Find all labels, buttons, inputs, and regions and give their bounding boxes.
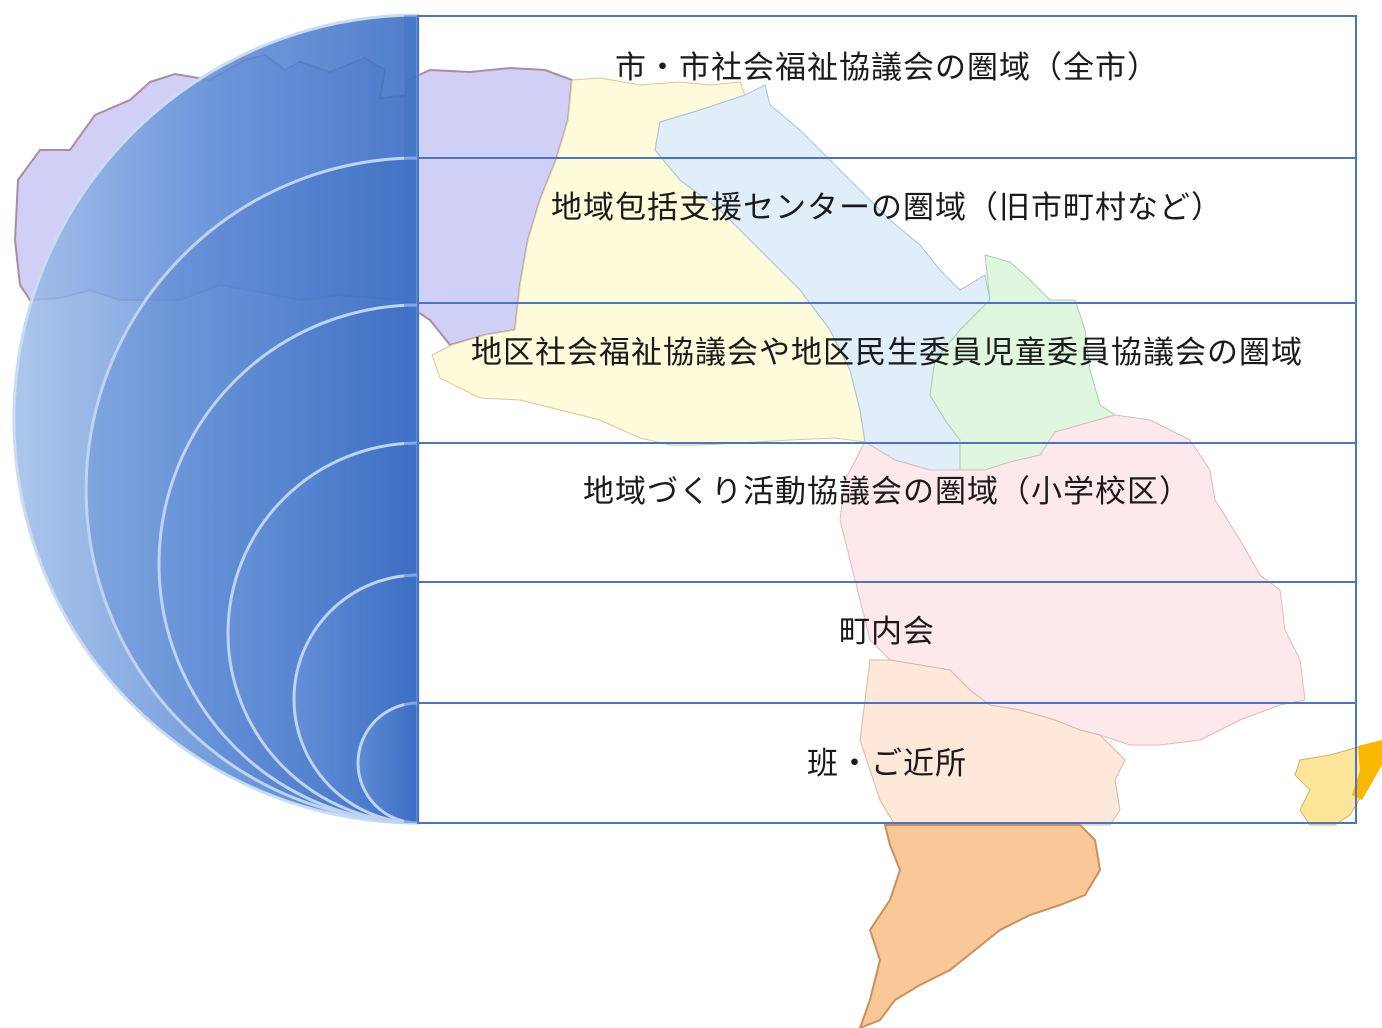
semicircle-edge bbox=[404, 15, 418, 823]
tier-label-community-support-center: 地域包括支援センターの圏域（旧市町村など） bbox=[551, 190, 1223, 226]
tier-label-neighborhood-association: 町内会 bbox=[839, 614, 935, 650]
tier-table-border bbox=[417, 15, 1357, 824]
tier-label-neighborhood-group: 班・ご近所 bbox=[807, 746, 967, 782]
nested-semicircles bbox=[12, 13, 420, 825]
semicircle-tier-6 bbox=[356, 701, 420, 825]
map-region-peach bbox=[859, 659, 1126, 826]
tier-label-school-district: 地域づくり活動協議会の圏域（小学校区） bbox=[583, 474, 1191, 510]
tier-label-district-welfare-council: 地区社会福祉協議会や地区民生委員児童委員協議会の圏域 bbox=[471, 335, 1303, 371]
tier-label-city: 市・市社会福祉協議会の圏域（全市） bbox=[615, 50, 1159, 86]
map-region-orange bbox=[858, 824, 1102, 1028]
tier-table bbox=[417, 15, 1357, 824]
map-region-gold-strong bbox=[1352, 740, 1382, 800]
